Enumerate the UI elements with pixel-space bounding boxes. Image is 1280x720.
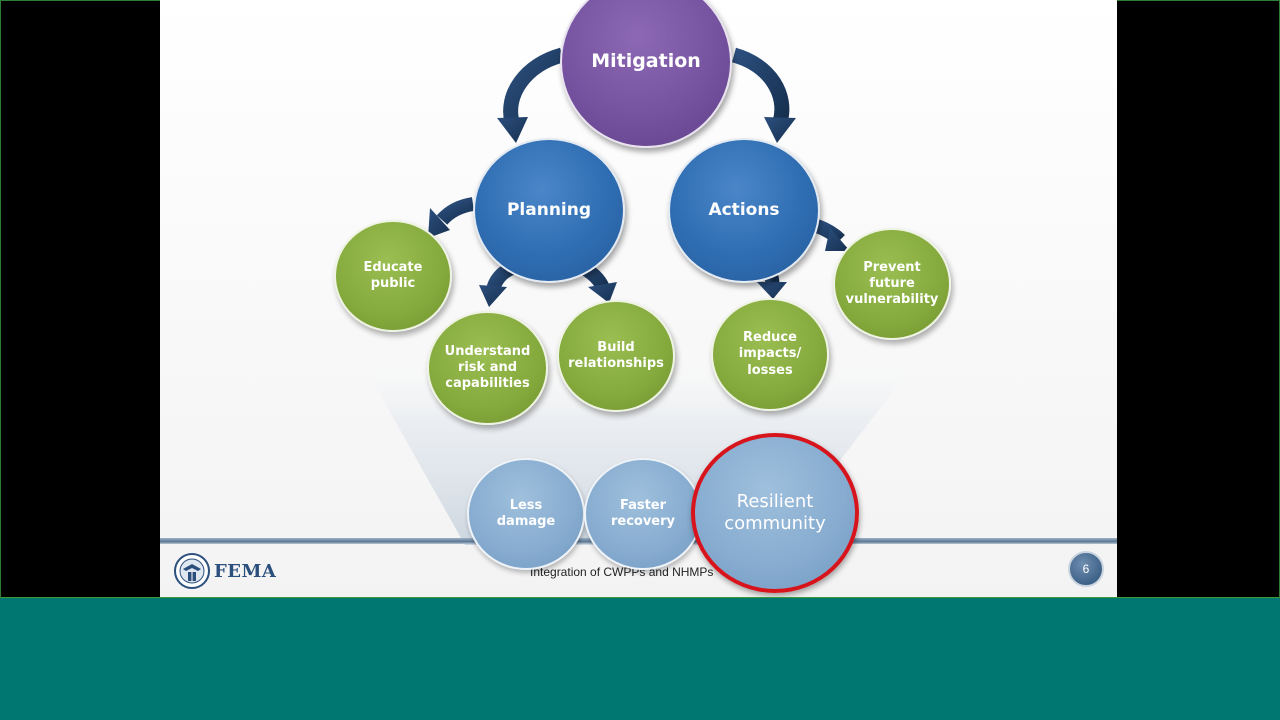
reduce-impacts-label: Reduce impacts/ losses [738, 330, 802, 378]
fema-logo: FEMA [174, 553, 276, 589]
planning-label: Planning [506, 199, 592, 220]
arrow-planning-to-understand [479, 261, 515, 307]
build-relationships-circle: Build relationships [557, 300, 675, 412]
educate-public-label: Educate public [363, 259, 423, 291]
reduce-impacts-circle: Reduce impacts/ losses [711, 298, 829, 411]
dhs-seal-icon [174, 553, 210, 589]
understand-risk-circle: Understand risk and capabilities [427, 311, 548, 425]
less-damage-label: Less damage [496, 497, 556, 529]
mitigation-label: Mitigation [591, 50, 701, 73]
page-number-badge: 6 [1068, 551, 1104, 587]
prevent-vulnerability-circle: Prevent future vulnerability [833, 228, 951, 340]
player-bottom-bar [0, 598, 1280, 720]
mitigation-circle: Mitigation [560, 0, 732, 148]
prevent-vulnerability-label: Prevent future vulnerability [845, 259, 939, 308]
actions-circle: Actions [668, 138, 820, 283]
arrow-mitigation-to-planning [497, 47, 565, 143]
faster-recovery-circle: Faster recovery [584, 458, 702, 570]
page-number: 6 [1082, 562, 1090, 576]
fema-logo-text: FEMA [214, 560, 277, 582]
slide: Mitigation Planning Actions Educate publ… [160, 0, 1117, 597]
footer-title: Integration of CWPPs and NHMPs [530, 565, 714, 579]
build-relationships-label: Build relationships [568, 339, 664, 371]
arrow-mitigation-to-actions [731, 47, 796, 143]
arrow-planning-to-educate [428, 197, 475, 238]
resilient-community-circle: Resilient community [691, 433, 859, 593]
arrow-actions-to-prevent [814, 219, 850, 251]
faster-recovery-label: Faster recovery [610, 497, 676, 529]
actions-label: Actions [708, 199, 780, 220]
resilient-community-label: Resilient community [724, 490, 826, 535]
educate-public-circle: Educate public [334, 220, 452, 332]
understand-risk-label: Understand risk and capabilities [444, 343, 531, 392]
planning-circle: Planning [473, 138, 625, 283]
less-damage-circle: Less damage [467, 458, 585, 570]
